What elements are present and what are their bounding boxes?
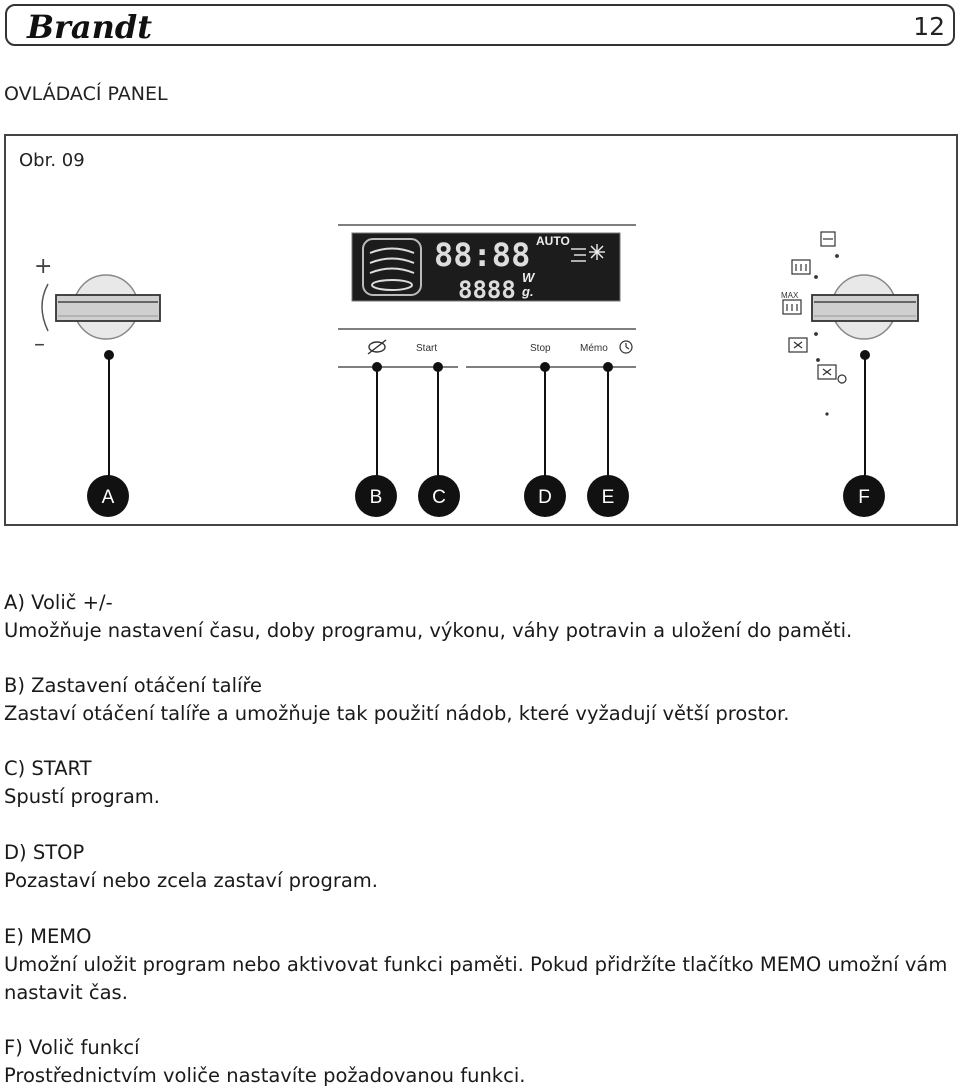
description-f: F) Volič funkcí Prostřednictvím voliče n…	[4, 1034, 954, 1090]
callout-leaders	[104, 350, 870, 476]
description-title: C) START	[4, 757, 92, 780]
callout-c-label: C	[432, 487, 446, 508]
description-title: A) Volič +/-	[4, 591, 113, 614]
display-auto: AUTO	[536, 234, 570, 248]
callout-b: B	[355, 475, 397, 517]
max-label: MAX	[781, 291, 799, 300]
description-text: Spustí program.	[4, 785, 160, 808]
description-title: D) STOP	[4, 841, 85, 864]
callout-a-label: A	[102, 487, 115, 508]
callout-f: F	[843, 475, 885, 517]
start-label: Start	[416, 343, 437, 354]
plus-sign: +	[34, 254, 52, 279]
turntable-stop-icon	[367, 339, 387, 355]
rotation-arrow-icon	[41, 283, 49, 332]
display-weight: 8888	[458, 276, 516, 304]
display-time: 88:88	[434, 236, 530, 274]
callout-e-label: E	[602, 487, 615, 508]
description-b: B) Zastavení otáčení talíře Zastaví otáč…	[4, 672, 954, 728]
description-a: A) Volič +/- Umožňuje nastavení času, do…	[4, 589, 954, 645]
section-title: OVLÁDACÍ PANEL	[4, 83, 168, 105]
description-title: B) Zastavení otáčení talíře	[4, 674, 262, 697]
max-power-icon	[782, 299, 802, 315]
description-text: Pozastaví nebo zcela zastaví program.	[4, 869, 379, 892]
brand-logo: Brandt	[27, 8, 153, 46]
stop-label: Stop	[530, 343, 551, 354]
display-units-w: W	[522, 270, 536, 285]
auto-defrost-icon	[817, 364, 847, 384]
grill-microwave-icon	[791, 259, 811, 275]
defrost-icon	[571, 244, 605, 262]
callout-d: D	[524, 475, 566, 517]
description-title: F) Volič funkcí	[4, 1036, 140, 1059]
function-icons: MAX	[781, 231, 847, 416]
description-title: E) MEMO	[4, 925, 92, 948]
description-text: Prostřednictvím voliče nastavíte požadov…	[4, 1064, 526, 1087]
control-panel-figure: Obr. 09 88:88 AUTO 8888 W g.	[4, 134, 958, 526]
description-text: Umožní uložit program nebo aktivovat fun…	[4, 953, 948, 1004]
callout-d-label: D	[538, 487, 552, 508]
button-labels: Start Stop Mémo	[367, 339, 633, 355]
reheat-icon	[820, 231, 836, 247]
description-c: C) START Spustí program.	[4, 755, 954, 811]
defrost-function-icon	[788, 337, 808, 353]
control-panel-drawing: 88:88 AUTO 8888 W g. + –	[34, 224, 919, 517]
page-header: Brandt 12	[5, 4, 955, 46]
clock-icon	[619, 340, 633, 354]
plate-icon	[362, 238, 422, 296]
figure-label: Obr. 09	[19, 150, 85, 171]
memo-label: Mémo	[580, 343, 608, 354]
description-text: Zastaví otáčení talíře a umožňuje tak po…	[4, 702, 790, 725]
callout-f-label: F	[858, 487, 870, 508]
page-number: 12	[913, 12, 945, 41]
selector-knob-a: + –	[34, 254, 161, 357]
description-text: Umožňuje nastavení času, doby programu, …	[4, 619, 853, 642]
display-units-g: g.	[521, 284, 534, 299]
selector-knob-f	[811, 274, 919, 340]
callout-a: A	[87, 475, 129, 517]
callout-c: C	[418, 475, 460, 517]
callout-b-label: B	[370, 487, 383, 508]
minus-sign: –	[34, 332, 45, 357]
callout-e: E	[587, 475, 629, 517]
description-d: D) STOP Pozastaví nebo zcela zastaví pro…	[4, 839, 954, 895]
description-e: E) MEMO Umožní uložit program nebo aktiv…	[4, 923, 954, 1007]
display-screen: 88:88 AUTO 8888 W g.	[351, 232, 621, 304]
